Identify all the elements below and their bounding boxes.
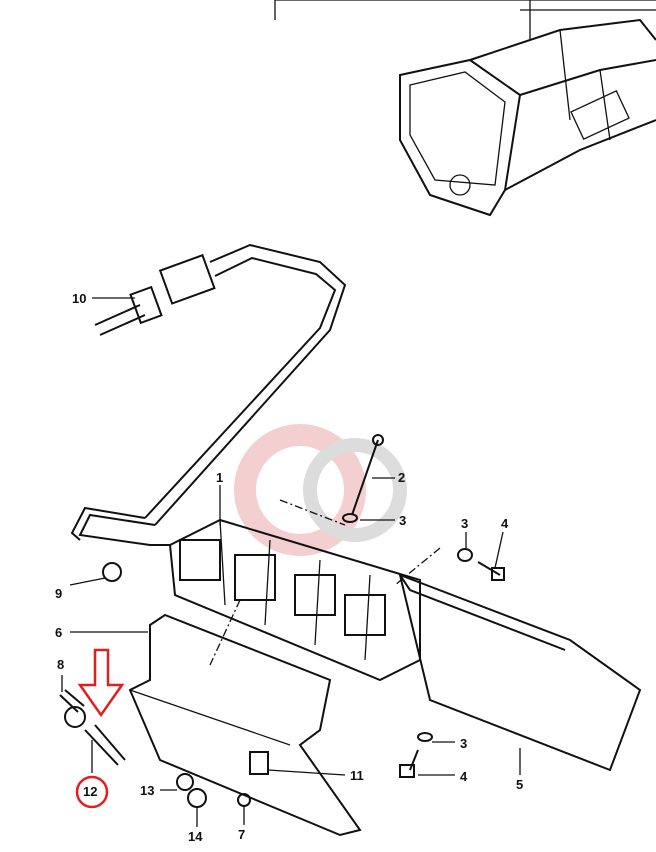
- plate-fold: [129, 625, 291, 746]
- leader-lines: [61, 297, 521, 827]
- callout-4: 4: [460, 769, 468, 784]
- bolt: [477, 561, 501, 576]
- washer: [417, 732, 433, 742]
- fitting-12: [84, 724, 126, 766]
- callout-13: 13: [140, 783, 155, 798]
- callout-10: 10: [72, 291, 87, 306]
- screw: [351, 439, 379, 516]
- fitting-8-nut: [64, 706, 86, 728]
- screw-head: [372, 434, 384, 446]
- watermark-logo: [234, 424, 407, 556]
- assembly-line: [209, 499, 441, 666]
- callout-7: 7: [238, 827, 246, 842]
- mounting-bracket: [398, 573, 642, 772]
- callout-8: 8: [57, 657, 65, 672]
- clip: [102, 562, 122, 582]
- washer-13: [176, 773, 194, 791]
- nut-14: [187, 788, 207, 808]
- callout-6: 6: [55, 625, 63, 640]
- bolt-head: [399, 764, 415, 778]
- highlight-arrow: [77, 648, 125, 718]
- callout-9: 9: [55, 586, 63, 601]
- callout-14: 14: [188, 829, 203, 844]
- fitting-8: [59, 689, 85, 713]
- callout-1: 1: [216, 470, 224, 485]
- callout-3: 3: [399, 513, 407, 528]
- callout-11: 11: [350, 768, 364, 783]
- highlight-circle: [75, 775, 109, 809]
- callout-4: 4: [501, 516, 509, 531]
- cable-assembly: [70, 243, 347, 546]
- bolt-head: [491, 567, 505, 581]
- spacer: [249, 751, 269, 775]
- bolt: [409, 749, 419, 771]
- callout-12: 12: [83, 784, 98, 799]
- callout-2: 2: [398, 470, 406, 485]
- callout-5: 5: [516, 777, 524, 792]
- transmission-housing: [399, 0, 656, 217]
- callout-3: 3: [460, 736, 468, 751]
- mounting-plate: [128, 613, 362, 837]
- washer: [342, 513, 358, 523]
- callout-3: 3: [461, 516, 469, 531]
- washer: [457, 548, 473, 562]
